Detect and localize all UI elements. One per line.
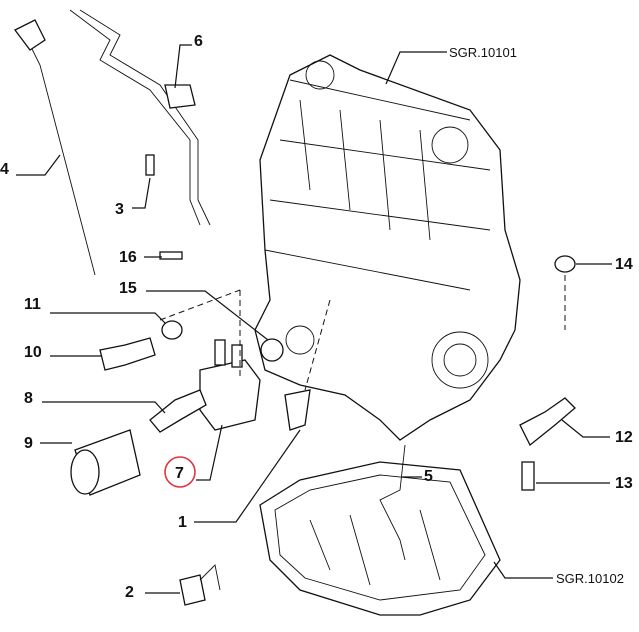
part-12-bracket xyxy=(519,397,576,447)
leader-lines xyxy=(16,44,612,594)
callout-9: 9 xyxy=(24,435,33,452)
callout-16: 16 xyxy=(119,249,137,266)
callout-6: 6 xyxy=(194,33,203,50)
callout-3: 3 xyxy=(115,201,124,218)
part-13-bolt xyxy=(521,461,535,491)
callout-4: 4 xyxy=(0,161,9,178)
highlight-circle xyxy=(164,456,196,488)
part-14-seal xyxy=(554,255,576,273)
part-6-tube xyxy=(69,9,211,226)
callout-10: 10 xyxy=(24,344,42,361)
part-11-seal xyxy=(161,320,183,340)
ref-oil-pan: SGR.10102 xyxy=(556,571,624,586)
callout-7: 7 xyxy=(175,465,184,482)
callout-12: 12 xyxy=(615,429,633,446)
callout-8: 8 xyxy=(24,390,33,407)
part-8-fitting xyxy=(149,389,207,433)
callout-15: 15 xyxy=(119,280,137,297)
oil-pan xyxy=(259,461,501,616)
part-5-tube xyxy=(379,444,406,561)
callout-2: 2 xyxy=(125,584,134,601)
callout-13: 13 xyxy=(615,475,633,492)
part-1-sleeve xyxy=(284,389,311,431)
callout-14: 14 xyxy=(615,256,633,273)
engine-block xyxy=(254,54,521,441)
part-15-gasket xyxy=(260,338,284,362)
part-7-oil-cooler xyxy=(199,359,261,431)
part-2-sensor xyxy=(179,574,206,606)
callout-5: 5 xyxy=(424,468,433,485)
ref-engine-block: SGR.10101 xyxy=(449,45,517,60)
callout-11: 11 xyxy=(24,296,41,313)
part-10-sensor xyxy=(99,337,156,371)
callout-1: 1 xyxy=(178,514,187,531)
